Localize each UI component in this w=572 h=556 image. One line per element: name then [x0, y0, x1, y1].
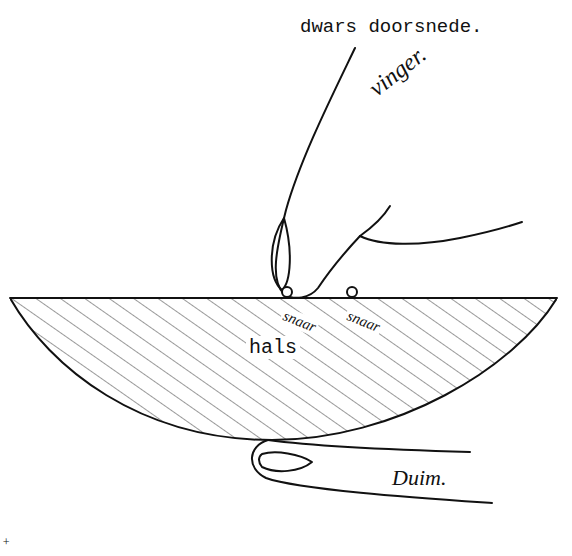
- finger-nail: [272, 218, 290, 290]
- thumb-outline: [252, 440, 492, 503]
- finger-label: vinger.: [364, 41, 431, 102]
- title: dwars doorsnede.: [300, 16, 482, 38]
- thumb-outline: [268, 440, 470, 452]
- neck-label: hals: [246, 336, 300, 359]
- neck-hatch: [10, 298, 557, 440]
- string-circle: [347, 287, 357, 297]
- corner-mark: +: [2, 536, 10, 549]
- thumb-label: Duim.: [392, 466, 446, 490]
- string-circle: [282, 287, 292, 297]
- knuckle-crease: [360, 206, 390, 236]
- thumb-nail: [259, 452, 312, 471]
